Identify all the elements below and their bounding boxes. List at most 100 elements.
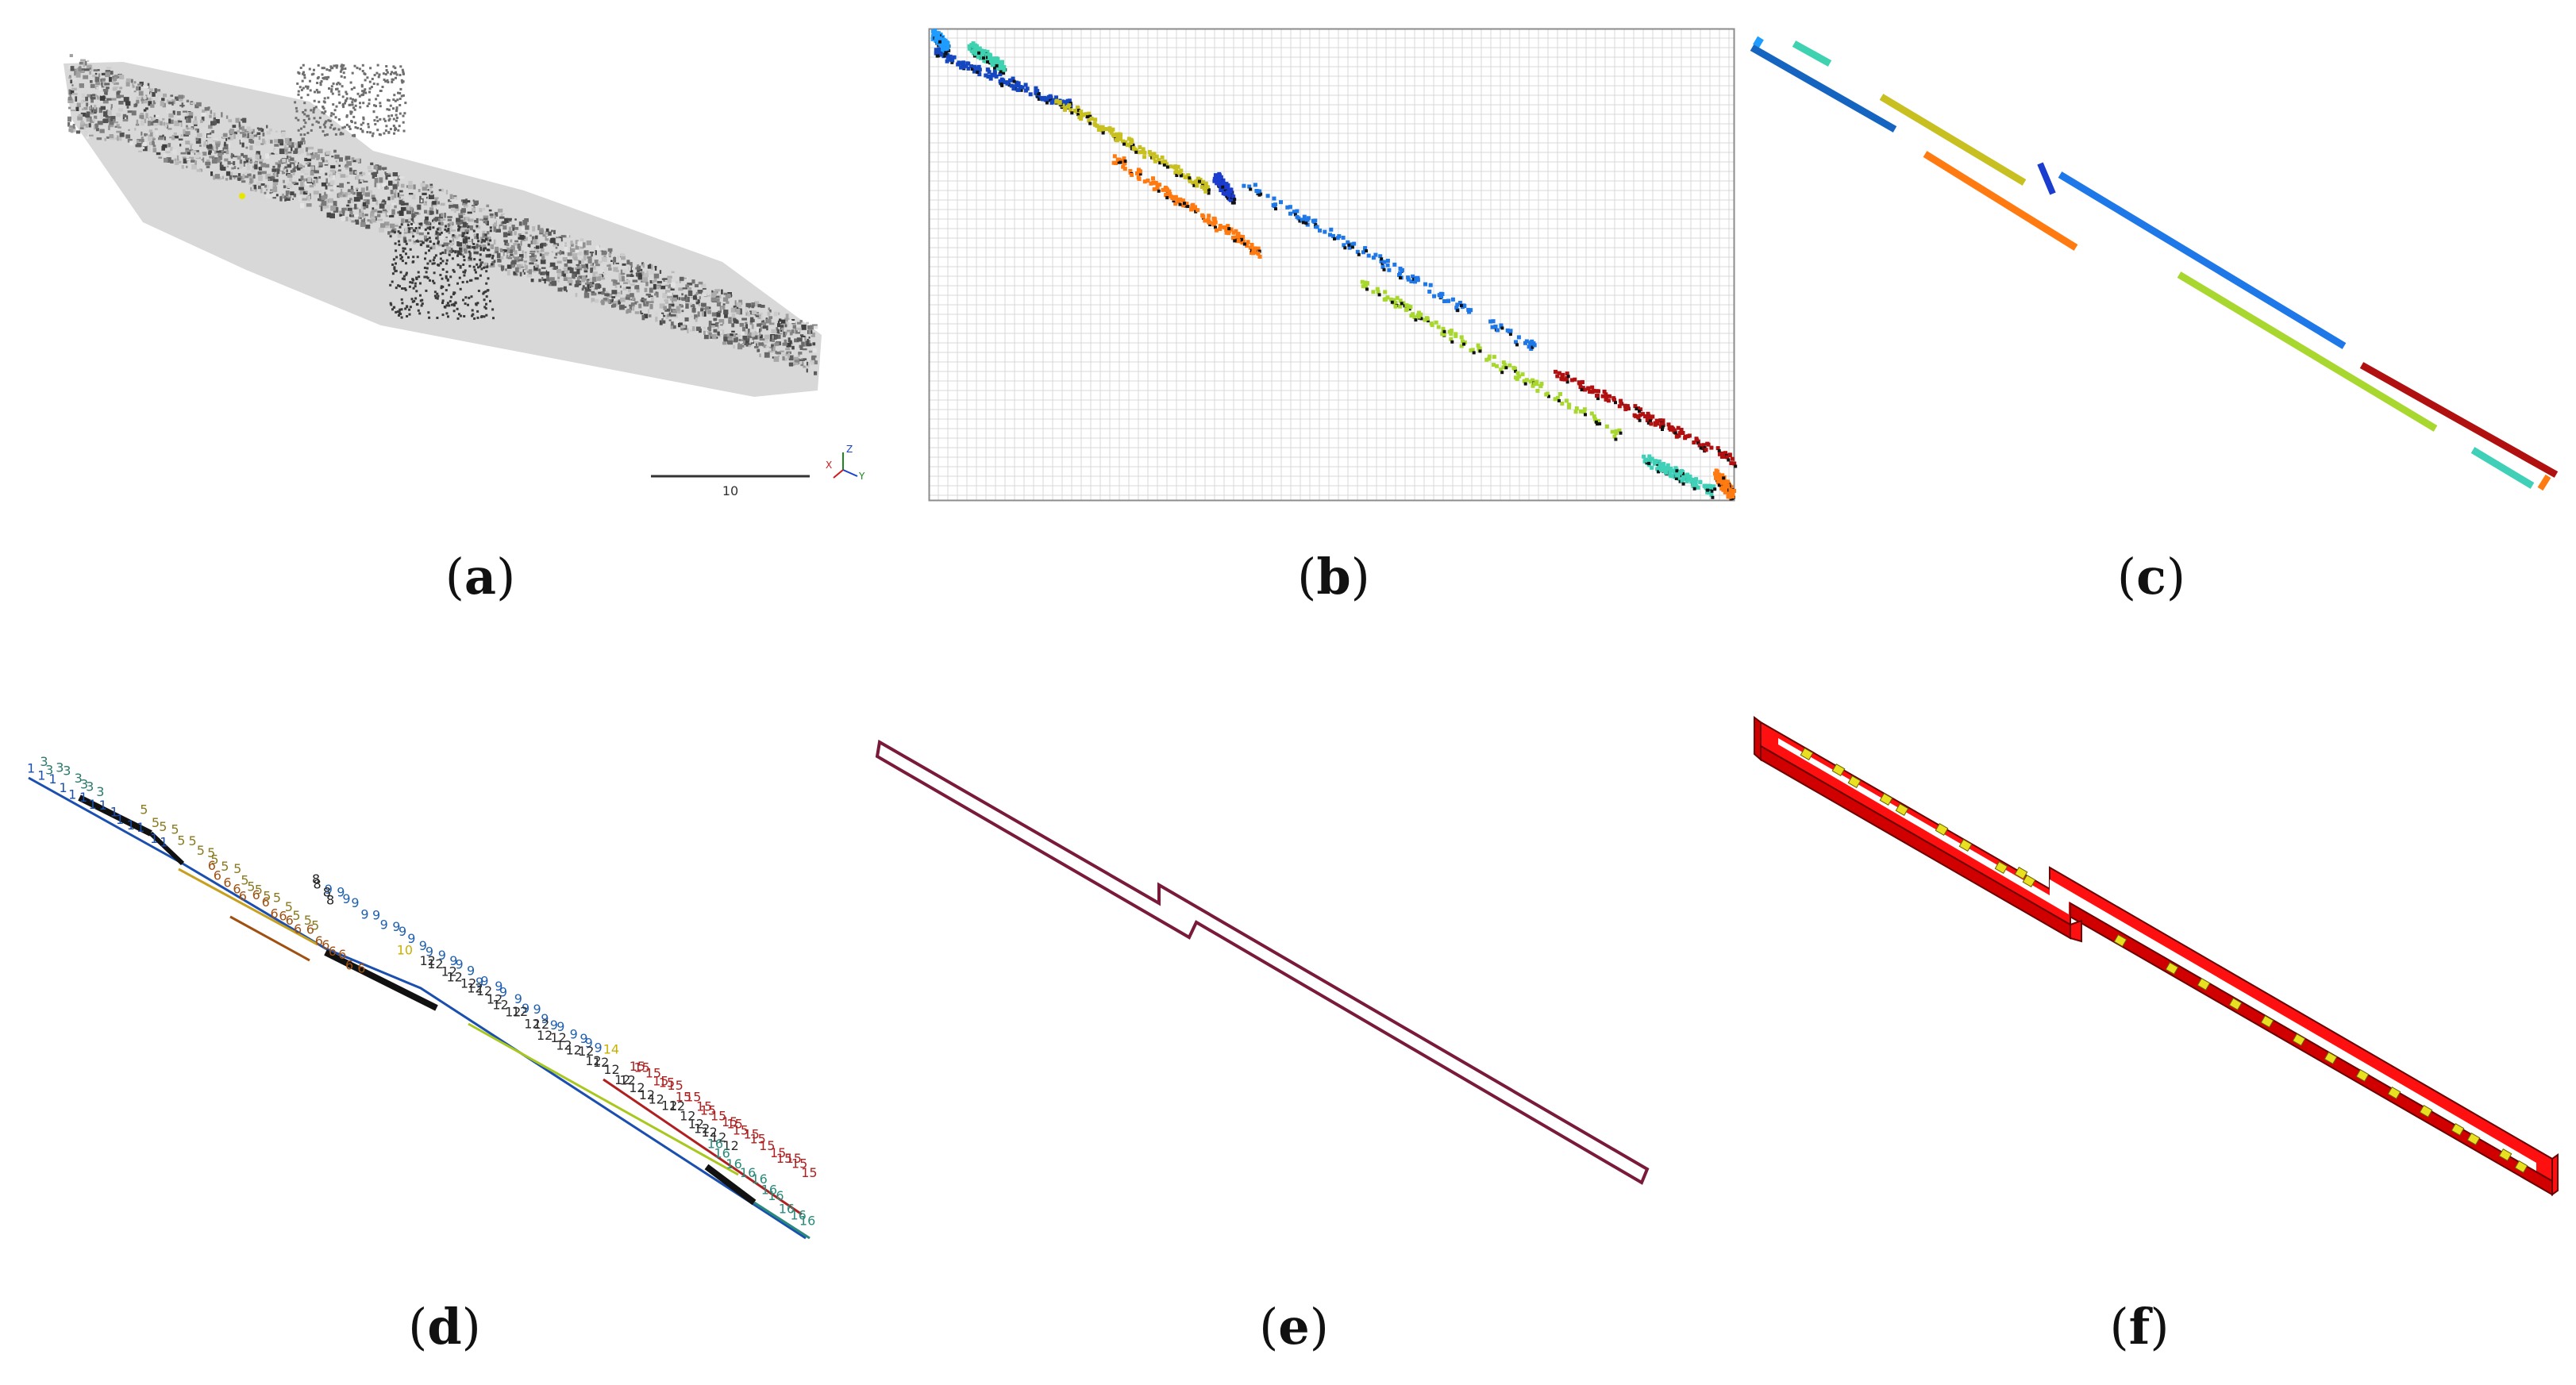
grid-point [1654,418,1659,423]
grid-point [1692,487,1696,491]
cloud-point [324,125,327,129]
cloud-point [184,99,187,106]
cloud-point [374,178,379,183]
cloud-point [412,211,417,214]
grid-point [1658,467,1663,472]
cloud-point [152,144,156,148]
cloud-point [483,262,488,267]
cloud-point [322,67,325,70]
cloud-point [479,274,482,277]
cloud-point [330,90,333,93]
cloud-point [306,85,310,88]
cloud-point [483,266,486,269]
cloud-point [472,205,476,207]
grid-point [1230,201,1234,205]
cloud-point [726,295,730,298]
cloud-point [449,240,452,243]
cloud-point [375,116,379,119]
cloud-point [317,121,320,124]
grid-point [1273,202,1277,207]
cloud-point [730,333,733,337]
cloud-point [493,219,496,223]
cloud-point [433,271,436,275]
grid-point [1121,139,1125,144]
cloud-point [690,296,694,298]
cloud-point [272,181,279,186]
cloud-point [348,103,352,106]
grid-point [1214,225,1217,229]
cloud-point [700,302,707,307]
cloud-point [448,225,452,231]
cloud-point [466,280,469,283]
cloud-point [239,175,245,180]
cloud-point [78,67,82,71]
cloud-point [691,279,695,284]
cloud-point [345,114,348,117]
cloud-point [88,123,91,128]
cloud-point [417,240,420,243]
cloud-point [195,137,198,140]
cloud-point [646,298,651,302]
cloud-point [337,81,340,84]
grid-point [1063,107,1067,112]
cloud-point [106,98,112,101]
cloud-point [504,249,510,253]
grid-point [1183,202,1186,206]
cloud-point [339,210,341,216]
cloud-point [339,157,343,162]
cloud-point [385,125,388,128]
cloud-point [433,262,436,265]
cloud-point [254,164,258,170]
cloud-point [533,255,537,258]
cloud-point [247,173,252,177]
cloud-point [355,219,359,222]
cloud-point [350,189,354,194]
cloud-point [717,331,720,336]
cloud-point [509,249,513,253]
cloud-point [226,165,229,168]
cloud-point [121,129,126,133]
cloud-point [327,75,330,79]
cloud-point [416,229,421,235]
grid-point [1241,235,1246,239]
cloud-point [380,187,383,189]
cloud-point [106,137,110,139]
cloud-point [352,134,354,137]
cloud-point [366,105,369,108]
grid-point [1111,160,1116,165]
cloud-point [651,264,653,270]
cloud-point [701,311,704,317]
cloud-point [284,144,287,148]
cloud-point [492,317,495,320]
cloud-point [342,64,345,67]
cloud-point [382,72,385,75]
cloud-point [641,262,644,265]
cloud-point [645,300,649,306]
cloud-point [710,294,716,298]
cloud-point [298,179,302,182]
cloud-point [418,226,421,229]
cloud-point [90,98,94,103]
grid-point [1248,245,1253,250]
cloud-point [99,129,105,133]
cloud-point [439,221,444,226]
cloud-point [744,340,749,345]
cloud-point [441,234,444,240]
cloud-point [305,190,308,193]
cloud-point [776,329,780,334]
grid-point [988,76,993,81]
cloud-point [483,217,488,221]
grid-point [1135,171,1139,175]
cloud-point [487,243,491,246]
cloud-point [237,129,240,133]
cloud-point [154,128,158,130]
cloud-point [525,253,527,259]
cloud-point [447,218,452,221]
cloud-point [788,362,794,366]
cloud-point [145,113,148,119]
cloud-point [721,289,723,294]
grid-point [1654,460,1658,464]
cloud-point [777,320,780,326]
cloud-point [87,94,91,98]
grid-point [1061,103,1065,108]
